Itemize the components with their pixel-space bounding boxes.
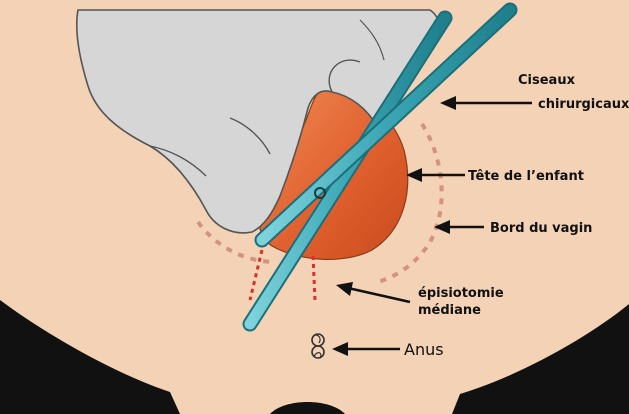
label-episiotomy-line1: épisiotomie: [418, 286, 504, 301]
label-scissors-line1: Ciseaux: [518, 73, 576, 88]
label-vagina-edge: Bord du vagin: [490, 221, 592, 236]
label-head: Tête de l’enfant: [468, 169, 584, 184]
label-episiotomy-line2: médiane: [418, 303, 481, 318]
label-anus: Anus: [404, 340, 444, 359]
label-scissors-line2: chirurgicaux: [538, 97, 629, 112]
